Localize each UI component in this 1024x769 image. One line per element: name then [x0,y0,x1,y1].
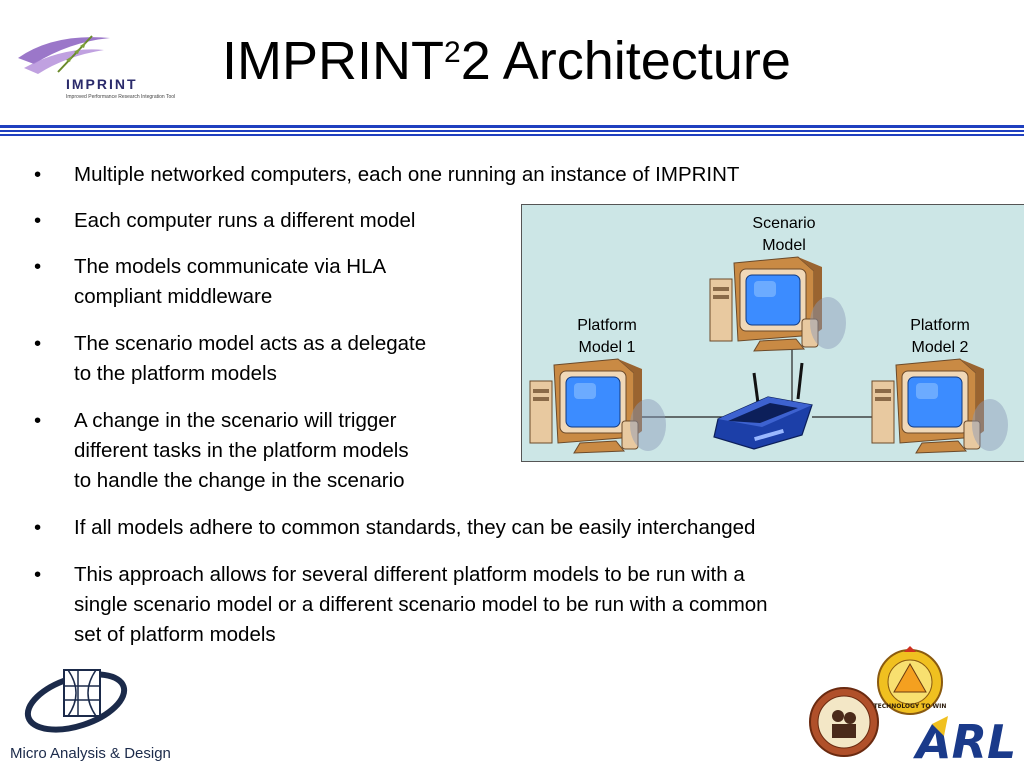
platform-model-1-label: Platform Model 1 [552,315,662,359]
bullet-line: The scenario model acts as a delegate [74,332,427,355]
imprint-logo-word: IMPRINT [66,76,138,92]
bullet-text: Multiple networked computers, each one r… [74,160,739,190]
platform-2-computer-icon [871,358,1009,454]
title-superscript: 2 [444,36,461,69]
bullet-line: set of platform models [74,623,276,646]
network-diagram: Scenario Model Platform Model 1 Platform… [521,204,1024,462]
platform-2-label-line: Platform [910,317,970,334]
arl-logo-icon: ARL [913,715,1016,769]
bullet-line: If all models adhere to common standards… [74,516,756,539]
bullet-line: compliant middleware [74,285,273,308]
arl-logo-text: ARL [913,715,1016,764]
seal-text: TECHNOLOGY TO WIN [874,703,947,710]
bullet-text: A change in the scenario will trigger di… [74,406,409,496]
arl-logos: TECHNOLOGY TO WIN ARL [808,646,1018,769]
imprint-logo-tagline: Improved Performance Research Integratio… [66,94,176,100]
mad-logo-text: Micro Analysis & Design [10,745,171,762]
bullet-line: Multiple networked computers, each one r… [74,163,740,186]
bullet-line: to handle the change in the scenario [74,469,405,492]
bullet-text: The scenario model acts as a delegate to… [74,329,426,389]
bullet-marker: • [34,409,42,432]
title-main: IMPRINT [222,31,444,91]
bullet-line: A change in the scenario will trigger [74,409,397,432]
bullet-marker: • [34,563,42,586]
bullet-line: single scenario model or a different sce… [74,593,768,616]
technology-to-win-seal-icon: TECHNOLOGY TO WIN [874,646,947,715]
bullet-marker: • [34,163,42,186]
title-rest: 2 Architecture [460,31,791,91]
platform-2-label-line: Model 2 [911,339,969,356]
mad-globe-icon [24,669,128,733]
bullet-text: Each computer runs a different model [74,206,415,236]
scenario-label-line: Scenario [752,215,816,232]
network-diagram-drawing [529,256,1009,454]
bullet-marker: • [34,209,42,232]
bullet-text: If all models adhere to common standards… [74,513,755,543]
bullet-text: This approach allows for several differe… [74,560,768,650]
router-icon [713,362,813,450]
imprint-logo: IMPRINT Improved Performance Research In… [14,28,175,106]
bullet-marker: • [34,255,42,278]
bullet-line: different tasks in the platform models [74,439,409,462]
micro-analysis-design-logo: Micro Analysis & Design [4,658,174,766]
imprint-swoosh-icon [18,35,110,74]
bullet-line: The models communicate via HLA [74,255,387,278]
page-title: IMPRINT22 Architecture [222,30,791,92]
platform-model-2-label: Platform Model 2 [885,315,995,359]
scenario-model-label: Scenario Model [729,213,839,257]
bullet-line: This approach allows for several differe… [74,563,745,586]
bullet-marker: • [34,516,42,539]
bullet-line: to the platform models [74,362,277,385]
scenario-label-line: Model [762,237,806,254]
title-divider [0,125,1024,136]
army-seal-icon [809,687,879,757]
bullet-line: Each computer runs a different model [74,209,416,232]
scenario-computer-icon [709,256,847,352]
platform-1-label-line: Platform [577,317,637,334]
platform-1-label-line: Model 1 [578,339,636,356]
bullet-marker: • [34,332,42,355]
bullet-text: The models communicate via HLA compliant… [74,252,386,312]
platform-1-computer-icon [529,358,667,454]
